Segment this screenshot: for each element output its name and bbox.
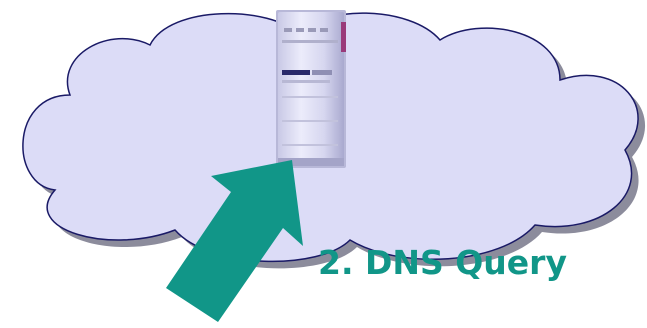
server-icon xyxy=(276,10,346,168)
dns-query-label: 2. DNS Query xyxy=(318,243,567,282)
arrow-icon xyxy=(166,160,303,322)
